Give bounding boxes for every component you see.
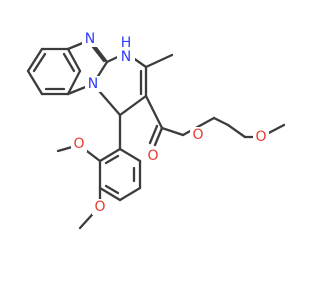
chemical-structure-diagram: N H N N O O O O O	[26, 31, 286, 230]
nitrogen-symbol: N	[121, 49, 131, 65]
bond-lines	[26, 38, 286, 230]
lower-methoxy-oxygen-label: O	[92, 199, 108, 215]
oxygen-symbol: O	[255, 129, 266, 145]
carbonyl-oxygen-label: O	[145, 148, 161, 164]
hydrogen-symbol: H	[121, 35, 132, 51]
oxygen-symbol: O	[73, 136, 84, 152]
oxygen-symbol: O	[147, 148, 158, 164]
nh-label: H N	[117, 35, 135, 65]
ring-nitrogen-top-label: N	[82, 31, 98, 47]
nitrogen-symbol: N	[85, 31, 95, 47]
ether-oxygen-label: O	[253, 129, 269, 145]
nitrogen-symbol: N	[88, 76, 98, 92]
oxygen-symbol: O	[94, 199, 105, 215]
ring-nitrogen-middle-label: N	[85, 76, 101, 92]
ester-oxygen-label: O	[190, 127, 206, 143]
oxygen-symbol: O	[192, 127, 203, 143]
atom-labels: N H N N O O O O O	[71, 31, 269, 215]
upper-methoxy-oxygen-label: O	[71, 136, 87, 152]
